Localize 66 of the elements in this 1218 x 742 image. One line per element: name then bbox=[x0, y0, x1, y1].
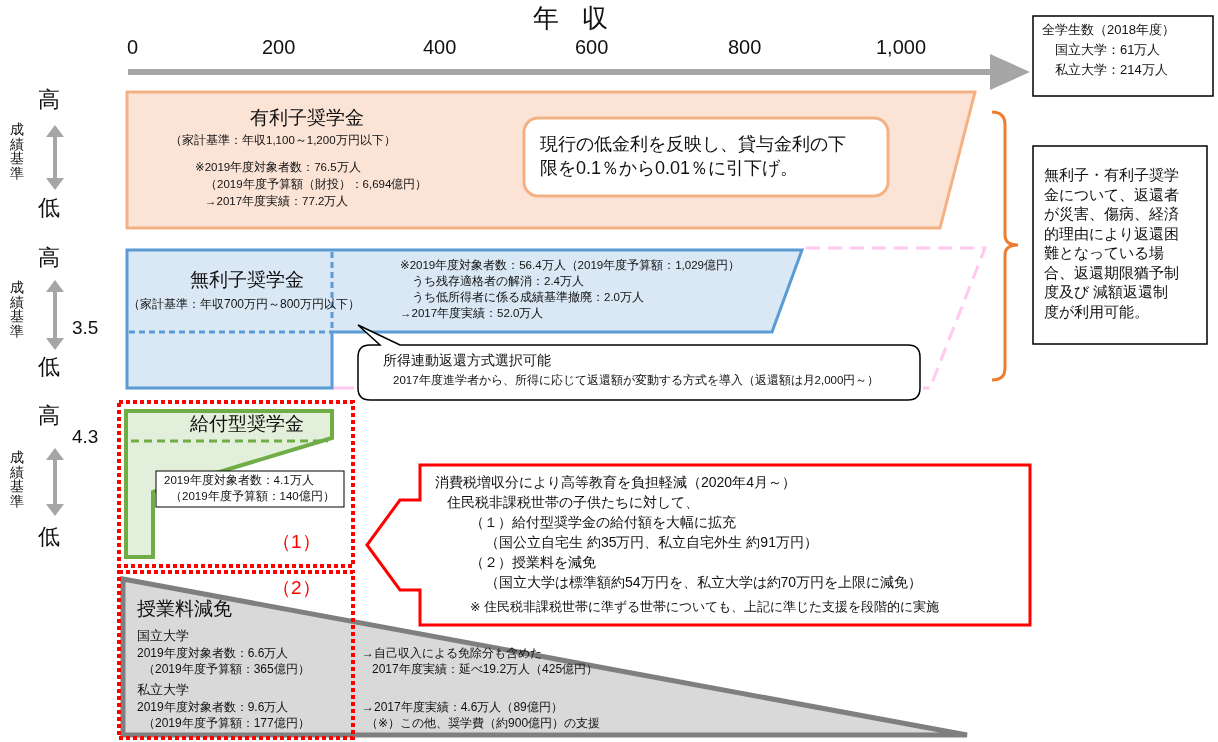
scale-label: 低 bbox=[38, 355, 60, 380]
number-label: （1） bbox=[272, 530, 321, 554]
scale-label: 低 bbox=[38, 196, 60, 221]
body-text: →2017年度実績：52.0万人 bbox=[400, 306, 544, 321]
body-text: →2017年度実績：4.6万人（89億円） bbox=[362, 700, 563, 715]
info-box bbox=[155, 470, 345, 508]
body-text: ※2019年度対象者数：76.5万人 bbox=[195, 160, 361, 175]
tick-label: 1,000 bbox=[876, 36, 927, 58]
body-text: （2019年度予算額（財投）：6,694億円） bbox=[205, 177, 428, 192]
body-text: （2019年度予算額：365億円） bbox=[143, 662, 310, 677]
tick-label: 800 bbox=[728, 36, 762, 58]
speech-bubble bbox=[355, 322, 922, 402]
threshold-label: 3.5 bbox=[72, 318, 99, 339]
body-text: （※）この他、奨学費（約900億円）の支援 bbox=[366, 716, 601, 731]
number-label: （2） bbox=[272, 578, 321, 599]
note-text: 現行の低金利を反映し、貸与金利の下限を0.1％から0.01％に引下げ。 bbox=[540, 133, 847, 181]
body-text: （国立大学は標準額約54万円を、私立大学は約70万円を上限に減免） bbox=[485, 574, 923, 592]
body-text: ※2019年度対象者数：56.4万人（2019年度予算額：1,029億円） bbox=[400, 258, 740, 273]
body-text: 2017年度進学者から、所得に応じて返還額が変動する方式を導入（返還額は月2,000円～） bbox=[393, 373, 880, 388]
body-text: （2019年度予算額：140億円） bbox=[170, 489, 335, 504]
axis-title: 成績基準 bbox=[10, 280, 25, 339]
subheading: 国立大学 bbox=[137, 628, 189, 645]
heading: 全学生数（2018年度） bbox=[1042, 22, 1175, 39]
body-text: →2017年度実績：77.2万人 bbox=[205, 194, 349, 209]
axis-title: 年収 bbox=[533, 4, 632, 33]
scale-label: 低 bbox=[38, 525, 60, 550]
note-text: 無利子・有利子奨学金について、返還者が災害、傷病、経済的理由により返還困難となっている場合、返還期限猶予制度及び 減額返還制度が利用可能。 bbox=[1044, 166, 1180, 322]
tick-label: 200 bbox=[262, 36, 296, 58]
body-text: 国立大学：61万人 bbox=[1055, 42, 1161, 59]
arrow-callout-box bbox=[365, 463, 1032, 627]
body-text: 私立大学：214万人 bbox=[1055, 62, 1168, 79]
criteria-text: （家計基準：年収1,100～1,200万円以下） bbox=[170, 133, 396, 148]
info-box bbox=[1032, 145, 1208, 345]
body-text: 2017年度実績：延べ19.2万人（425億円） bbox=[372, 662, 599, 677]
info-box bbox=[1032, 15, 1214, 97]
dotted-frame bbox=[117, 400, 355, 568]
scale-label: 高 bbox=[38, 88, 60, 113]
tick-label: 600 bbox=[575, 36, 609, 58]
heading: 授業料減免 bbox=[137, 597, 232, 621]
heading: 所得連動返還方式選択可能 bbox=[383, 352, 551, 370]
body-text: （2019年度予算額：177億円） bbox=[143, 716, 310, 731]
axis-title: 成績基準 bbox=[10, 122, 25, 181]
body-text: 2019年度対象者数：4.1万人 bbox=[164, 473, 314, 488]
tick-label: 400 bbox=[423, 36, 457, 58]
loan-band bbox=[125, 90, 977, 230]
scale-label: 高 bbox=[38, 246, 60, 271]
criteria-text: （家計基準：年収700万円～800万円以下） bbox=[128, 297, 361, 312]
threshold-label: 4.3 bbox=[72, 427, 99, 448]
heading: 有利子奨学金 bbox=[250, 106, 364, 130]
body-text: （２）授業料を減免 bbox=[470, 554, 596, 572]
body-text: （１）給付型奨学金の給付額を大幅に拡充 bbox=[470, 514, 736, 532]
tick-label: 0 bbox=[127, 36, 139, 58]
note-box bbox=[522, 116, 890, 198]
note-text: ※ 住民税非課税世帯に準ずる世帯についても、上記に準じた支援を段階的に実施 bbox=[470, 600, 939, 616]
body-text: （国公立自宅生 約35万円、私立自宅外生 約91万円） bbox=[485, 534, 818, 552]
subheading: 私立大学 bbox=[137, 682, 189, 699]
body-text: 消費税増収分により高等教育を負担軽減（2020年4月～） bbox=[435, 474, 796, 492]
body-text: 2019年度対象者数：6.6万人 bbox=[137, 646, 289, 661]
body-text: 住民税非課税世帯の子供たちに対して、 bbox=[447, 494, 699, 512]
scale-label: 高 bbox=[38, 404, 60, 429]
axis-title: 成績基準 bbox=[10, 450, 25, 509]
body-text: うち残存適格者の解消：2.4万人 bbox=[412, 274, 584, 289]
heading: 無利子奨学金 bbox=[190, 268, 304, 292]
body-text: 2019年度対象者数：9.6万人 bbox=[137, 700, 289, 715]
heading: 給付型奨学金 bbox=[190, 412, 304, 436]
body-text: うち低所得者に係る成績基準撤廃：2.0万人 bbox=[412, 290, 644, 305]
